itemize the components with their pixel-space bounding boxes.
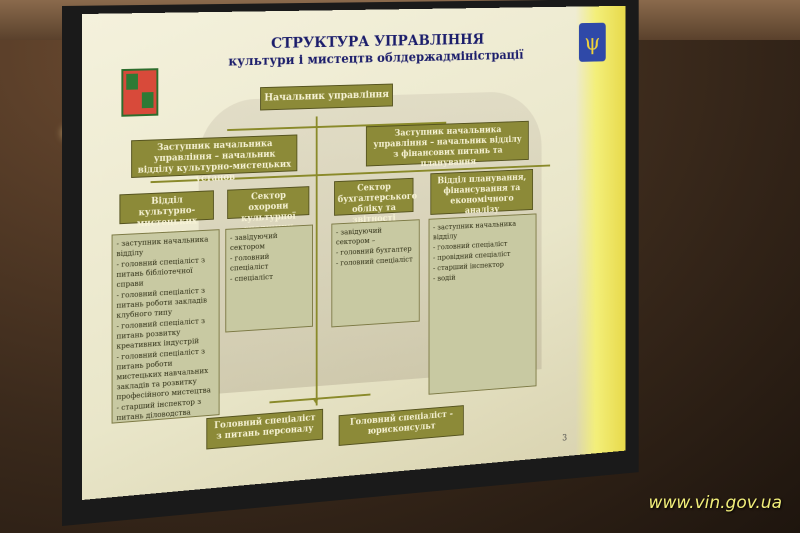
dept-box: Сектор бухгалтерського обліку та звітнос… (334, 177, 417, 225)
coat-of-arms-icon (121, 68, 159, 117)
dept-box: Відділ культурно-мистецьких установ (119, 190, 214, 240)
watermark-text: www.vin.gov.ua (648, 493, 782, 513)
deputy-right-box: Заступник начальника управління – началь… (365, 120, 529, 169)
head-box: Начальник управління (260, 83, 393, 111)
connector-line (269, 393, 371, 404)
trident-icon: ψ (578, 22, 606, 62)
staff-list-accounting: - завідуючий сектором – - головний бухга… (331, 219, 420, 328)
deputy-left-box: Заступник начальника управління – началь… (131, 134, 298, 184)
list-item: - головний спеціаліст з питань роботи ми… (116, 346, 211, 402)
dept-box: Сектор охорони культурної спадщини (227, 186, 310, 235)
dept-box: Відділ планування, фінансування та еконо… (430, 168, 534, 216)
lawyer-box: Головний спеціаліст - юрисконсульт (338, 405, 464, 446)
hr-specialist-box: Головний спеціаліст з питань персоналу (206, 408, 324, 450)
list-item: - головний спеціаліст з питань бібліотеч… (116, 255, 205, 289)
arrow-icon (312, 397, 320, 404)
staff-list-planning: - заступник начальника відділу - головни… (428, 213, 537, 395)
flag-stripe (575, 5, 626, 456)
projection-screen: ψ СТРУКТУРА УПРАВЛІННЯ культури і мистец… (82, 5, 626, 501)
staff-list-heritage: - завідуючий сектором - головний спеціал… (225, 224, 314, 333)
staff-list-culture: - заступник начальника відділу - головни… (111, 229, 220, 424)
connector-line (315, 116, 318, 406)
page-number: 3 (562, 433, 568, 444)
